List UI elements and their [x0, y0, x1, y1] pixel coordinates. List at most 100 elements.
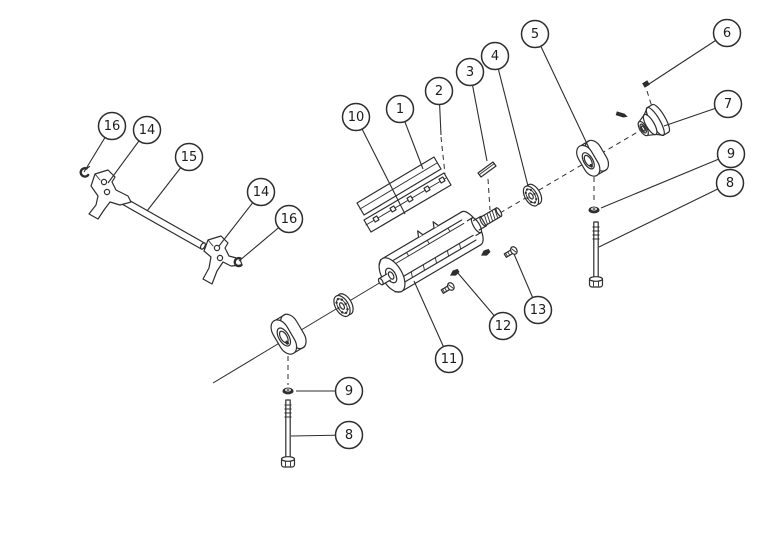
balloon-number: 10	[348, 110, 365, 125]
knife-spring-tab	[432, 221, 439, 229]
balloon-circle	[341, 102, 371, 132]
bearing-block-right	[576, 139, 610, 177]
set-screw-side	[615, 111, 628, 118]
balloon-number: 14	[139, 123, 156, 138]
jig-bracket-left	[88, 169, 132, 220]
balloon-circle	[274, 204, 304, 234]
jig-bracket-right	[202, 235, 243, 285]
leader-line	[600, 153, 732, 209]
balloon-13: 13	[513, 253, 553, 325]
balloon-circle	[174, 142, 204, 172]
leader-line	[355, 116, 406, 215]
set-screw-12	[449, 268, 460, 276]
balloon-9: 9	[296, 376, 364, 406]
balloon-number: 12	[495, 319, 512, 334]
balloon-7: 7	[663, 89, 743, 127]
hex-bolt-right	[588, 221, 604, 288]
balloon-15: 15	[146, 142, 204, 212]
balloon-3: 3	[455, 57, 488, 162]
round-head-screw-13	[440, 282, 455, 294]
set-screw-12	[480, 248, 491, 256]
gib-screw-head	[372, 215, 380, 223]
axis-line-right	[499, 129, 642, 214]
flange-nut-right	[588, 206, 600, 214]
balloon-number: 5	[531, 27, 539, 42]
set-screw-6	[642, 80, 650, 88]
round-head-screw-13	[503, 246, 518, 258]
gib-bar	[363, 172, 452, 233]
gib-screw-head	[406, 195, 414, 203]
balloon-circle	[97, 111, 127, 141]
bearing-block-left	[270, 313, 307, 355]
balloon-number: 3	[466, 65, 474, 80]
balloon-8: 8	[290, 420, 364, 450]
ball-bearing-right	[522, 183, 543, 207]
ball-bearing-left	[333, 293, 354, 318]
balloon-10: 10	[341, 102, 406, 215]
knife-spring-tab	[417, 230, 424, 238]
balloon-number: 14	[253, 185, 270, 200]
projection-key	[487, 178, 491, 211]
balloon-circle	[480, 41, 510, 71]
balloon-number: 16	[104, 119, 121, 134]
balloon-number: 1	[396, 102, 404, 117]
cutterhead	[377, 207, 503, 293]
balloon-4: 4	[480, 41, 529, 187]
snap-clip-right	[233, 256, 243, 268]
snap-clip-left	[79, 165, 91, 178]
balloon-circle	[713, 89, 743, 119]
balloon-16: 16	[238, 204, 304, 262]
balloon-number: 15	[181, 150, 198, 165]
balloon-number: 8	[726, 176, 734, 191]
gib-screw-head	[389, 205, 397, 213]
balloon-circle	[716, 139, 746, 169]
balloon-6: 6	[648, 18, 742, 85]
balloon-16: 16	[83, 111, 127, 173]
balloon-number: 6	[723, 26, 731, 41]
balloon-circle	[455, 57, 485, 87]
gib-screw-head	[423, 185, 431, 193]
balloon-circle	[334, 376, 364, 406]
balloon-circle	[434, 344, 464, 374]
balloon-number: 9	[727, 147, 735, 162]
balloon-5: 5	[520, 19, 590, 149]
balloon-circle	[488, 311, 518, 341]
balloon-14: 14	[218, 177, 276, 247]
balloon-12: 12	[456, 271, 518, 341]
shaft-key	[477, 161, 497, 178]
balloon-number: 16	[281, 212, 298, 227]
balloon-circle	[132, 115, 162, 145]
knife-blade	[356, 156, 442, 216]
balloon-number: 9	[345, 384, 353, 399]
projection-setscrew	[646, 90, 653, 108]
balloon-circle	[523, 295, 553, 325]
balloon-2: 2	[424, 76, 454, 136]
balloon-number: 8	[345, 428, 353, 443]
balloon-number: 7	[724, 97, 732, 112]
leader-line	[648, 32, 728, 85]
balloon-11: 11	[413, 280, 464, 374]
balloon-8: 8	[598, 168, 745, 248]
balloon-circle	[246, 177, 276, 207]
leader-line	[469, 71, 488, 162]
balloon-circle	[712, 18, 742, 48]
balloon-number: 2	[435, 84, 443, 99]
balloon-circle	[715, 168, 745, 198]
balloon-number: 13	[530, 303, 547, 318]
leader-tail-balloon-2	[440, 136, 446, 175]
balloon-number: 11	[441, 352, 458, 367]
balloon-9: 9	[600, 139, 746, 209]
balloon-1: 1	[385, 94, 424, 170]
balloon-number: 4	[491, 49, 499, 64]
balloon-circle	[334, 420, 364, 450]
leader-line	[534, 33, 590, 149]
hex-bolt-left	[280, 399, 296, 468]
leader-line	[598, 182, 731, 248]
balloon-circle	[520, 19, 550, 49]
flange-nut-left	[282, 387, 294, 395]
leader-line	[494, 55, 529, 187]
balloon-14: 14	[107, 115, 162, 184]
